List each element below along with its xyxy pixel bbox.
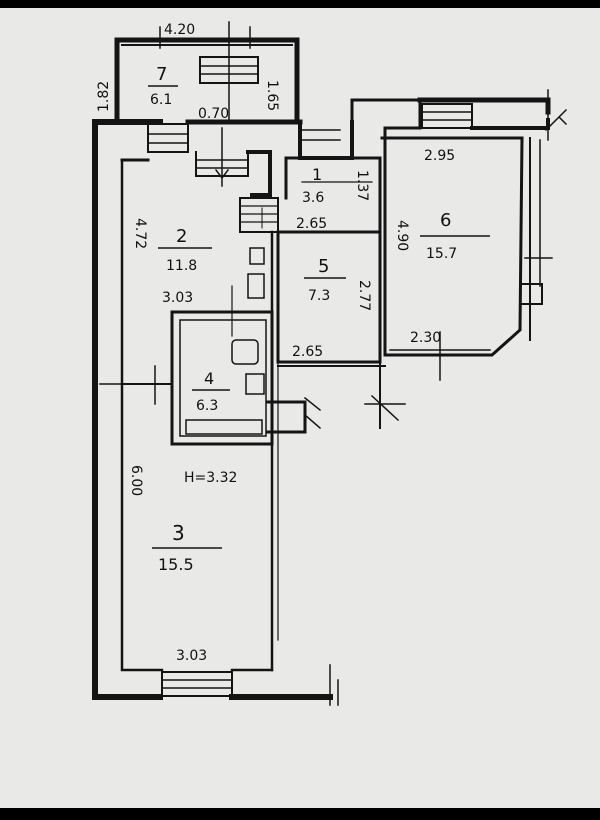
- dim-r1-width: 2.65: [296, 216, 327, 232]
- room-4-number: 4: [204, 369, 214, 388]
- room-3-area: 15.5: [158, 555, 194, 574]
- room-6-walls: [350, 89, 568, 381]
- dim-r7-width: 4.20: [164, 22, 195, 38]
- outer-walls: [92, 119, 339, 706]
- room-7-number: 7: [156, 64, 167, 85]
- room-7-walls: [114, 21, 300, 125]
- room-6-number: 6: [440, 210, 451, 231]
- dim-r2-width: 3.03: [162, 290, 193, 306]
- room-5-area: 7.3: [308, 288, 330, 304]
- room-2-3-partition: [99, 365, 173, 405]
- dim-r3-height: 6.00: [128, 465, 144, 496]
- room-4-area: 6.3: [196, 398, 218, 414]
- room-1-number: 1: [312, 165, 322, 184]
- dim-r6-height: 4.90: [394, 220, 410, 251]
- room-3-number: 3: [172, 521, 185, 545]
- dim-r5-height: 2.77: [356, 280, 372, 311]
- dim-r6-bottom: 2.30: [410, 330, 441, 346]
- room-2-number: 2: [176, 226, 187, 247]
- dim-r3-width: 3.03: [176, 648, 207, 664]
- room-5-number: 5: [318, 256, 329, 277]
- dim-r7-right: 1.65: [264, 80, 280, 111]
- central-partition: [266, 230, 406, 672]
- room-1-area: 3.6: [302, 190, 324, 206]
- dim-r6-width: 2.95: [424, 148, 455, 164]
- room-6-area: 15.7: [426, 246, 457, 262]
- dim-r5-width: 2.65: [292, 344, 323, 360]
- room-7-area: 6.1: [150, 92, 172, 108]
- dim-r2-height: 4.72: [132, 218, 148, 249]
- ceiling-height: H=3.32: [184, 470, 237, 486]
- dim-r7-left: 1.82: [96, 81, 112, 112]
- bottom-window: [161, 671, 233, 697]
- room-2-area: 11.8: [166, 258, 197, 274]
- dim-r1-height: 1.37: [354, 170, 370, 201]
- dim-stair-gap: 0.70: [198, 106, 229, 122]
- room-2-top-window: [120, 119, 303, 162]
